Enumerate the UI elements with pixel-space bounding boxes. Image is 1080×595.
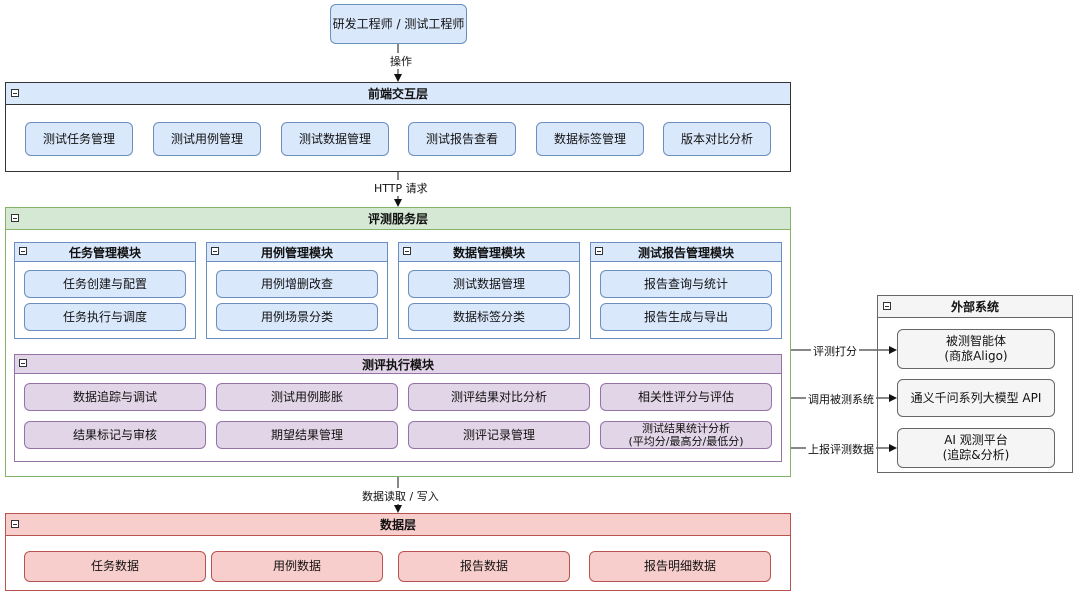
data-module-title: 数据管理模块 bbox=[399, 243, 579, 262]
task-module-title: 任务管理模块 bbox=[15, 243, 195, 262]
data-layer-title: 数据层 bbox=[6, 514, 790, 536]
collapse-icon[interactable] bbox=[11, 89, 19, 97]
exec-item[interactable]: 数据追踪与调试 bbox=[24, 383, 206, 411]
data-item[interactable]: 报告数据 bbox=[398, 551, 570, 582]
exec-item[interactable]: 测评结果对比分析 bbox=[408, 383, 590, 411]
edge-report-label: 上报评测数据 bbox=[806, 441, 876, 457]
external-layer: 外部系统 bbox=[877, 295, 1073, 473]
collapse-icon[interactable] bbox=[19, 359, 27, 367]
exec-item[interactable]: 期望结果管理 bbox=[216, 421, 398, 449]
case-module-title: 用例管理模块 bbox=[207, 243, 387, 262]
edge-data-label: 数据读取 / 写入 bbox=[360, 488, 441, 504]
data-item[interactable]: 用例数据 bbox=[211, 551, 383, 582]
module-item[interactable]: 用例场景分类 bbox=[216, 303, 378, 331]
frontend-item[interactable]: 测试数据管理 bbox=[281, 122, 389, 156]
collapse-icon[interactable] bbox=[211, 247, 219, 255]
frontend-item[interactable]: 测试用例管理 bbox=[153, 122, 261, 156]
data-item[interactable]: 任务数据 bbox=[24, 551, 206, 582]
edge-score-label: 评测打分 bbox=[811, 343, 859, 359]
edge-operate-label: 操作 bbox=[388, 53, 414, 69]
frontend-item[interactable]: 版本对比分析 bbox=[663, 122, 771, 156]
exec-item[interactable]: 测评记录管理 bbox=[408, 421, 590, 449]
frontend-layer-title: 前端交互层 bbox=[6, 83, 790, 105]
collapse-icon[interactable] bbox=[595, 247, 603, 255]
exec-item[interactable]: 结果标记与审核 bbox=[24, 421, 206, 449]
data-layer: 数据层 bbox=[5, 513, 791, 591]
external-observability[interactable]: AI 观测平台 (追踪&分析) bbox=[897, 428, 1055, 468]
exec-item[interactable]: 相关性评分与评估 bbox=[600, 383, 772, 411]
service-layer-title: 评测服务层 bbox=[6, 208, 790, 230]
module-item[interactable]: 测试数据管理 bbox=[408, 270, 570, 298]
report-module-title: 测试报告管理模块 bbox=[591, 243, 781, 262]
exec-item[interactable]: 测试用例膨胀 bbox=[216, 383, 398, 411]
frontend-layer: 前端交互层 bbox=[5, 82, 791, 172]
collapse-icon[interactable] bbox=[11, 214, 19, 222]
service-layer: 评测服务层 bbox=[5, 207, 791, 477]
collapse-icon[interactable] bbox=[11, 520, 19, 528]
edge-call-label: 调用被测系统 bbox=[806, 391, 876, 407]
module-item[interactable]: 报告生成与导出 bbox=[600, 303, 772, 331]
edge-http-label: HTTP 请求 bbox=[372, 180, 430, 196]
external-layer-title: 外部系统 bbox=[878, 296, 1072, 318]
collapse-icon[interactable] bbox=[883, 302, 891, 310]
frontend-item[interactable]: 数据标签管理 bbox=[536, 122, 644, 156]
exec-item[interactable]: 测试结果统计分析 (平均分/最高分/最低分) bbox=[600, 421, 772, 449]
module-item[interactable]: 用例增删改查 bbox=[216, 270, 378, 298]
frontend-item[interactable]: 测试任务管理 bbox=[25, 122, 133, 156]
collapse-icon[interactable] bbox=[19, 247, 27, 255]
external-llm-api[interactable]: 通义千问系列大模型 API bbox=[897, 379, 1055, 417]
actor-node[interactable]: 研发工程师 / 测试工程师 bbox=[330, 4, 467, 44]
frontend-item[interactable]: 测试报告查看 bbox=[408, 122, 516, 156]
exec-module-title: 测评执行模块 bbox=[15, 355, 781, 374]
collapse-icon[interactable] bbox=[403, 247, 411, 255]
module-item[interactable]: 任务执行与调度 bbox=[24, 303, 186, 331]
external-agent[interactable]: 被测智能体 (商旅Aligo) bbox=[897, 329, 1055, 369]
data-item[interactable]: 报告明细数据 bbox=[589, 551, 771, 582]
module-item[interactable]: 任务创建与配置 bbox=[24, 270, 186, 298]
module-item[interactable]: 报告查询与统计 bbox=[600, 270, 772, 298]
actor-label: 研发工程师 / 测试工程师 bbox=[332, 16, 465, 31]
module-item[interactable]: 数据标签分类 bbox=[408, 303, 570, 331]
